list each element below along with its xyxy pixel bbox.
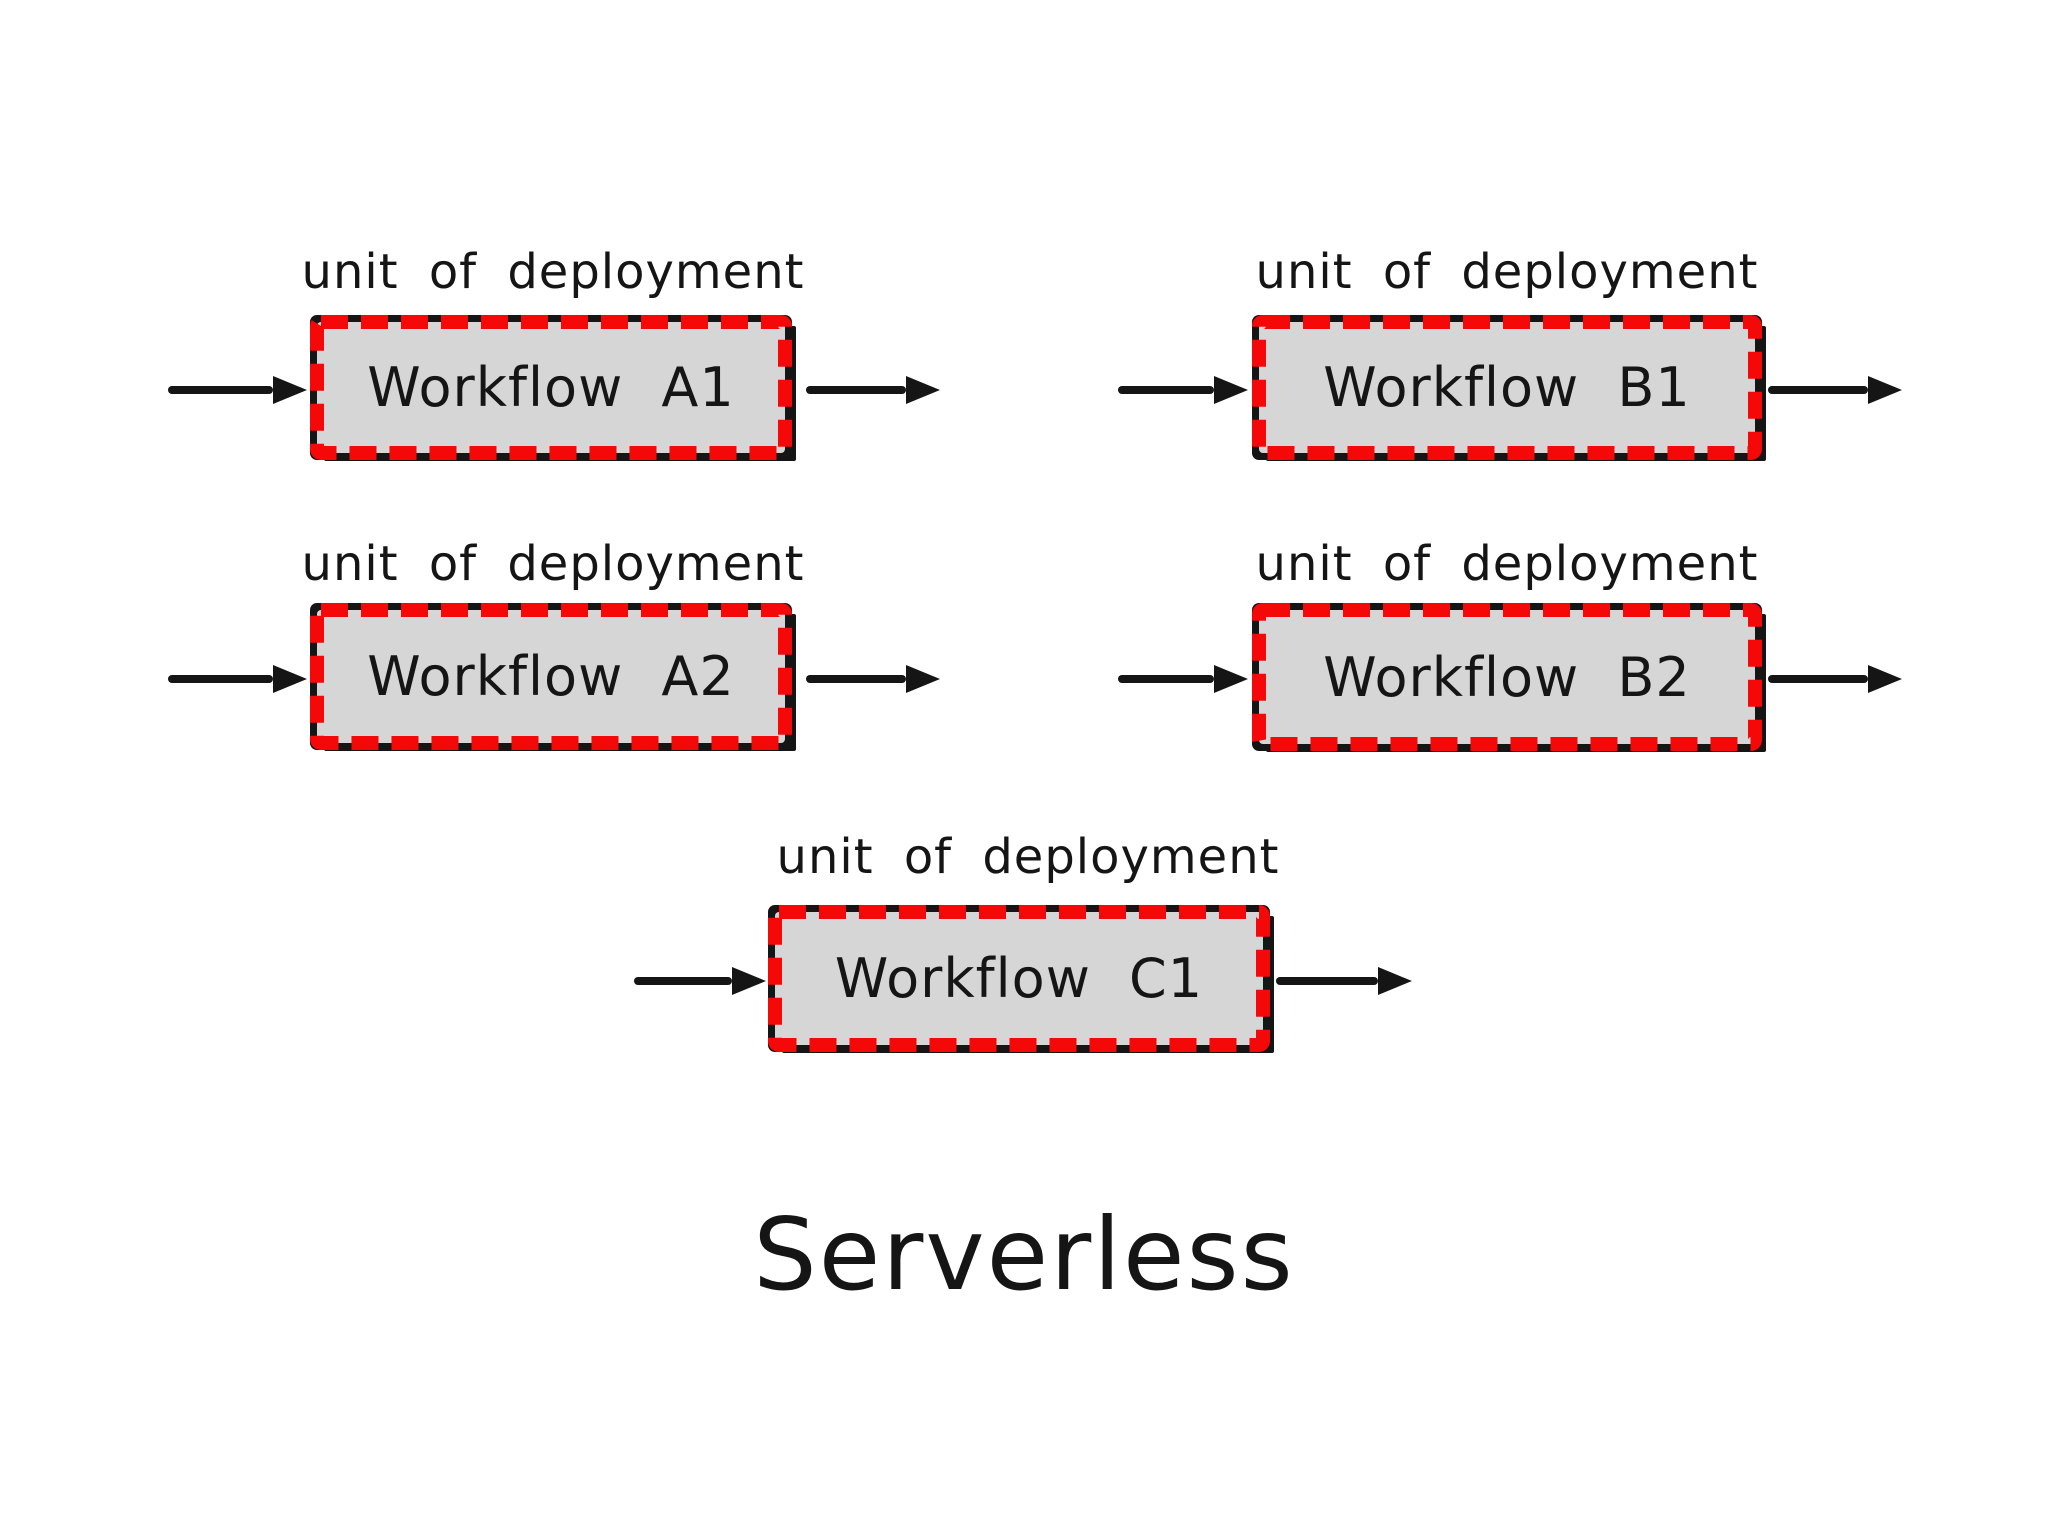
diagram-title: Serverless	[753, 1196, 1295, 1313]
workflow-name: Workflow A2	[367, 645, 735, 708]
red-dashed-border-icon	[1252, 603, 1762, 751]
red-dashed-border-icon	[1252, 315, 1762, 460]
input-arrow-icon	[168, 386, 273, 394]
workflow-box-c1: Workflow C1	[768, 905, 1270, 1052]
input-arrow-icon	[1118, 675, 1214, 683]
input-arrow-icon	[634, 977, 732, 985]
red-dashed-border-icon	[310, 603, 792, 750]
output-arrow-icon	[806, 386, 906, 394]
output-arrow-icon	[1768, 675, 1868, 683]
red-dashed-border-icon	[768, 905, 1270, 1052]
input-arrow-icon	[168, 675, 273, 683]
output-arrow-icon	[1768, 386, 1868, 394]
output-arrow-icon	[1276, 977, 1378, 985]
input-arrow-icon	[1118, 386, 1214, 394]
workflow-name: Workflow C1	[834, 947, 1204, 1010]
red-dashed-border-icon	[310, 315, 792, 460]
workflow-name: Workflow B1	[1323, 356, 1691, 419]
workflow-box-b1: Workflow B1	[1252, 315, 1762, 460]
workflow-box-a1: Workflow A1	[310, 315, 792, 460]
unit-of-deployment-label: unit of deployment	[1255, 244, 1759, 300]
unit-of-deployment-label: unit of deployment	[301, 536, 805, 592]
unit-of-deployment-label: unit of deployment	[301, 244, 805, 300]
output-arrow-icon	[806, 675, 906, 683]
workflow-box-a2: Workflow A2	[310, 603, 792, 750]
workflow-name: Workflow B2	[1323, 645, 1691, 709]
unit-of-deployment-label: unit of deployment	[776, 829, 1280, 885]
workflow-box-b2: Workflow B2	[1252, 603, 1762, 751]
unit-of-deployment-label: unit of deployment	[1255, 536, 1759, 592]
workflow-name: Workflow A1	[367, 356, 735, 419]
